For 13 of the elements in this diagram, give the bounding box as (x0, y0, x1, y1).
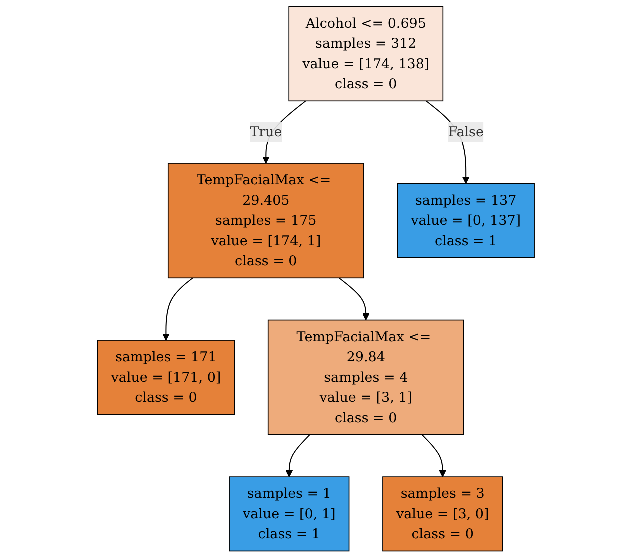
node-box: Alcohol <= 0.695 samples = 312 value = [174, 138] class = 0 (288, 6, 444, 102)
arrow (422, 434, 446, 478)
arrow (162, 278, 194, 341)
arrow (338, 278, 370, 321)
edge-label: False (448, 124, 484, 140)
node-box: samples = 1 value = [0, 1] class = 1 (228, 476, 350, 552)
node-box: samples = 171 value = [171, 0] class = 0 (97, 340, 235, 416)
node-box: TempFacialMax <= 29.84 samples = 4 value = [3, 1] class = 0 (268, 320, 464, 436)
edge-label: True (250, 124, 282, 140)
node-box: samples = 3 value = [3, 0] class = 0 (382, 476, 503, 552)
arrow (286, 434, 310, 478)
node-box: samples = 137 value = [0, 137] class = 1 (397, 183, 535, 258)
node-box: TempFacialMax <= 29.405 samples = 175 value = [174, 1] class = 0 (168, 163, 364, 279)
